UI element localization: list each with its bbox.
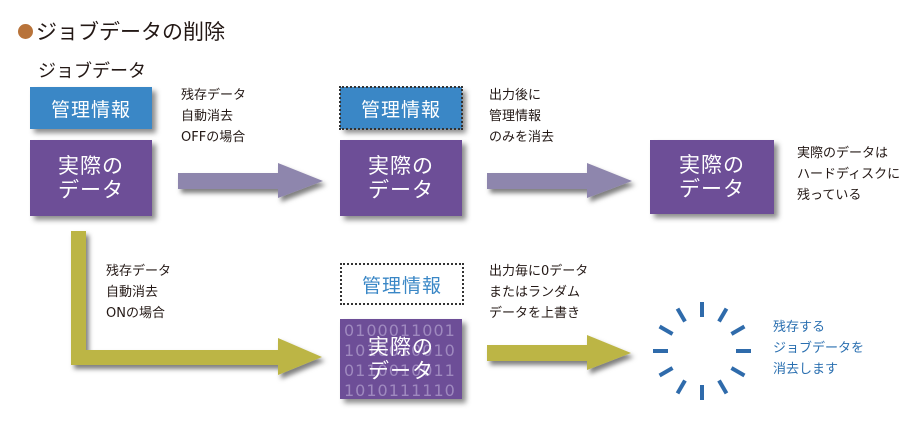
note-line: 出力毎に0データ [489,264,589,279]
off-management-box-dashed: 管理情報 [339,86,463,130]
off-after-output-note: 出力後に 管理情報 のみを消去 [489,86,554,148]
initial-actual-data-box: 実際の データ [30,140,152,216]
bullet-icon [18,23,33,39]
note-line: 残存データ [106,264,172,279]
actual-data-label-line1: 実際の [58,153,124,178]
note-line: 出力後に [489,88,542,103]
binary-row: 1010010010 [344,341,456,360]
arrow-off-1 [178,163,323,198]
on-result-note: 残存する ジョブデータを 消去します [773,318,864,380]
actual-data-label-line2: データ [368,178,434,202]
note-line: 残存する [773,320,826,335]
burst-dash [717,379,729,395]
burst-dash [658,366,674,378]
on-management-box-erased: 管理情報 [340,263,464,305]
arrow-on-1 [71,231,322,375]
on-after-output-note: 出力毎に0データ またはランダム データを上書き [489,262,588,324]
note-line: ジョブデータを [773,340,865,356]
actual-data-label-line1: 実際の [368,153,434,178]
note-line: ONの場合 [106,305,165,321]
burst-dash [675,379,687,395]
note-line: OFFの場合 [181,129,246,145]
note-line: 消去します [773,361,839,377]
binary-overwrite-pattern: 0100011001 1010010010 0110010011 1010111… [340,319,462,399]
erase-burst-icon [653,302,751,400]
actual-data-label-line2: データ [58,178,124,202]
note-line: 自動消去 [106,284,159,300]
on-actual-data-box-overwritten: 0100011001 1010010010 0110010011 1010111… [340,319,462,399]
note-line: 実際のデータは [797,146,889,161]
arrow-off-2 [487,163,632,198]
management-label: 管理情報 [361,274,442,297]
actual-data-label-line2: データ [679,177,745,201]
burst-dash [730,324,746,336]
on-condition-note: 残存データ 自動消去 ONの場合 [106,262,171,324]
actual-data-label-line1: 実際の [368,334,434,359]
note-line: またはランダム [489,284,581,300]
note-line: 残存データ [181,88,247,103]
binary-row: 1010111110 [344,381,456,399]
burst-dash [717,307,729,323]
off-result-actual-data-box: 実際の データ [650,140,774,214]
burst-dash [658,324,674,336]
actual-data-label-line2: データ [368,359,434,383]
arrow-on-2 [487,335,631,370]
burst-dash [675,307,687,323]
note-line: 残っている [797,187,862,203]
note-line: のみを消去 [489,129,555,145]
note-line: ハードディスクに [797,166,901,182]
binary-row: 0100011001 [344,321,456,340]
binary-row: 0110010011 [344,361,456,380]
management-label: 管理情報 [360,98,441,121]
off-actual-data-box: 実際の データ [340,140,462,216]
page-title: ジョブデータの削除 [18,16,225,46]
management-label: 管理情報 [50,98,131,121]
note-line: 自動消去 [181,108,234,124]
job-data-label: ジョブデータ [38,61,146,82]
off-condition-note: 残存データ 自動消去 OFFの場合 [181,86,246,148]
note-line: データを上書き [489,305,581,321]
off-result-note: 実際のデータは ハードディスクに 残っている [797,144,900,206]
burst-dash [730,366,746,378]
note-line: 管理情報 [489,108,542,124]
initial-management-box: 管理情報 [30,87,152,129]
page-title-text: ジョブデータの削除 [36,20,225,44]
actual-data-label-line1: 実際の [679,152,745,177]
